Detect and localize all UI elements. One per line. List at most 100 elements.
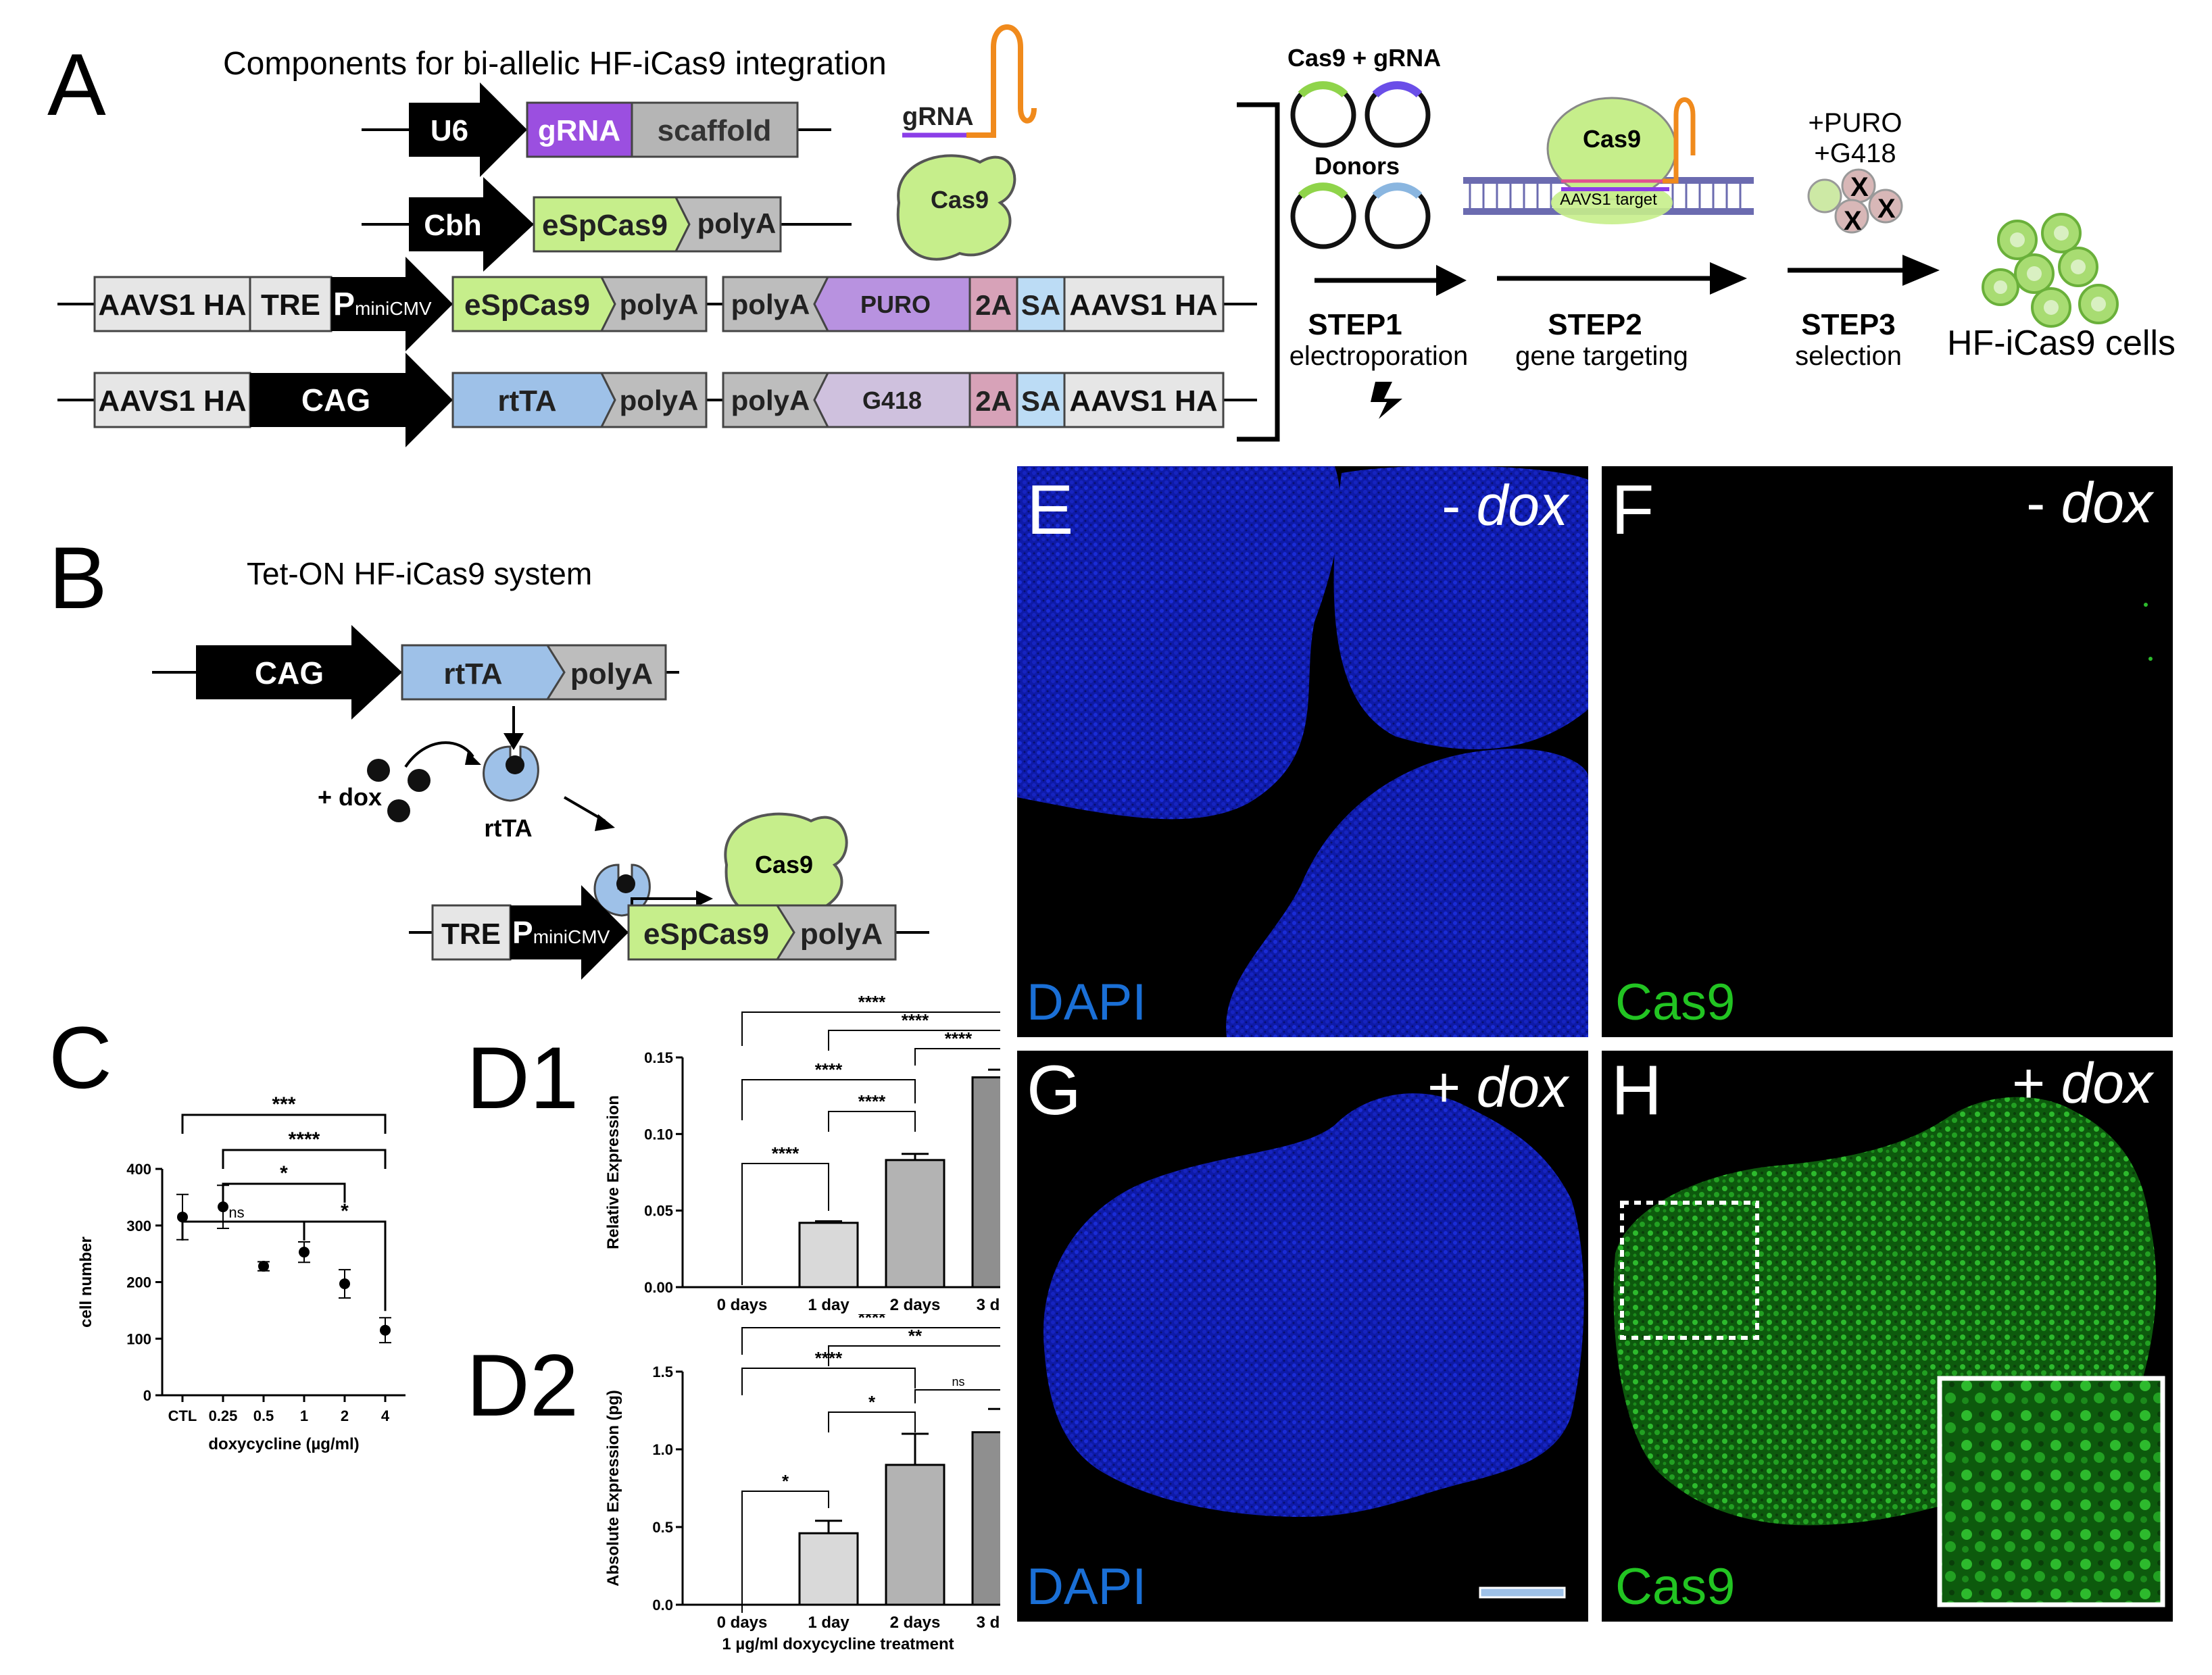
rtta-protein-label: rtTA [484, 814, 532, 842]
polya-box-b2 [775, 904, 897, 961]
panel-h-stain: Cas9 [1615, 1558, 1736, 1616]
g418-selection-label: +G418 [1814, 139, 1896, 168]
cag-arrow-b [196, 625, 402, 720]
cartoon-cas9-label: Cas9 [931, 186, 989, 214]
panel-g-condition: + dox [1427, 1055, 1568, 1120]
significance-label: *** [272, 1093, 295, 1116]
sa-box-row4 [1016, 372, 1066, 428]
pminicmv-label-b: PminiCMV [512, 915, 610, 950]
x-axis-label: 1 µg/ml doxycycline treatment [722, 1635, 954, 1653]
y-tick-label: 400 [126, 1161, 151, 1178]
significance-bracket [741, 1163, 829, 1285]
panel-a-title: Components for bi-allelic HF-iCas9 integ… [223, 46, 887, 82]
rtta-bound-icon [593, 864, 651, 917]
dapi-colonies-image [1017, 466, 1588, 1037]
panel-d1-letter: D1 [466, 1028, 579, 1127]
pminicmv-arrow-b [510, 885, 629, 980]
y-axis-label: cell number [77, 1236, 95, 1328]
significance-label: **** [858, 992, 886, 1012]
inset-region-box [1620, 1201, 1759, 1340]
panel-d2-letter: D2 [466, 1336, 579, 1434]
significance-bracket [222, 1182, 346, 1203]
twoa-label-row4: 2A [975, 385, 1012, 417]
data-point [339, 1278, 350, 1290]
zoom-inset [1937, 1376, 2165, 1607]
panel-e-image: E - dox DAPI [1017, 466, 1588, 1037]
bar [798, 1222, 859, 1289]
polya-box-row2 [674, 196, 782, 253]
aavs1-target-label: AAVS1 target [1560, 191, 1657, 209]
step2-sub-label: gene targeting [1515, 341, 1688, 371]
y-tick-label: 200 [126, 1274, 151, 1291]
polya-label-b1: polyA [570, 657, 653, 691]
polya2-label-row4: polyA [731, 384, 810, 416]
cag-arrow-row4 [250, 353, 453, 447]
pminicmv-arrow-row3 [331, 257, 453, 351]
step1-label: STEP1 [1308, 308, 1402, 341]
step3-label: STEP3 [1801, 308, 1895, 341]
y-tick-label: 0.00 [644, 1279, 673, 1296]
espcas9-label-row3: eSpCas9 [464, 289, 590, 322]
bar [885, 1464, 945, 1606]
polya2-label-row3: polyA [731, 289, 810, 320]
cag-label-row4: CAG [301, 382, 370, 418]
significance-bracket [828, 1111, 916, 1132]
pminicmv-label-row3: PminiCMV [333, 286, 432, 322]
panel-f-image: F - dox Cas9 [1602, 466, 2173, 1037]
aavs1-ha-right-label-row4: AAVS1 HA [1069, 384, 1217, 418]
cbh-label: Cbh [424, 209, 482, 242]
significance-label: * [280, 1162, 288, 1184]
puro-selection-label: +PURO [1809, 108, 1902, 138]
components-bracket [1237, 102, 1280, 442]
hf-icas9-cells-label: HF-iCas9 cells [1947, 324, 2176, 363]
p-sub-row3: miniCMV [355, 298, 432, 319]
aavs1-ha-right-label-row3: AAVS1 HA [1069, 289, 1217, 322]
x-tick-label: 0 days [717, 1296, 768, 1314]
dying-cells-icon: X X X [1807, 168, 1903, 236]
panel-g-image: G + dox DAPI [1017, 1051, 1588, 1622]
lightning-icon [1371, 382, 1402, 419]
significance-bracket [828, 1411, 916, 1432]
wf-cas9-label: Cas9 [1583, 125, 1641, 153]
panel-b-title: Tet-ON HF-iCas9 system [247, 556, 592, 591]
u6-label: U6 [431, 114, 468, 147]
panel-e-cond-sign: - [1442, 474, 1477, 537]
panel-g-cond-text: dox [1476, 1055, 1568, 1119]
x-tick-label: 1 day [808, 1296, 850, 1314]
significance-label: **** [858, 1314, 886, 1328]
polya1-box-row3 [599, 276, 708, 332]
twoa-label-row3: 2A [975, 289, 1012, 321]
y-axis-label: Relative Expression [604, 1095, 622, 1249]
y-tick-label: 0.05 [644, 1203, 673, 1220]
significance-label: * [782, 1471, 789, 1491]
svg-text:X: X [1877, 194, 1896, 224]
polya1-label-row4: polyA [620, 384, 699, 416]
aavs1-ha-right-row3 [1063, 276, 1225, 332]
panel-b-letter: B [49, 528, 107, 627]
grna-label: gRNA [538, 114, 620, 147]
y-tick-label: 0.15 [644, 1049, 673, 1066]
significance-label: **** [902, 1010, 929, 1030]
p-sub-b: miniCMV [533, 926, 610, 947]
significance-bracket [741, 1011, 1000, 1046]
significance-label: **** [289, 1128, 320, 1151]
sa-label-row4: SA [1021, 385, 1060, 417]
y-tick-label: 300 [126, 1218, 151, 1234]
x-tick-label: 3 days [977, 1614, 1000, 1632]
grna-hairpin [966, 24, 1037, 138]
panel-f-condition: - dox [2026, 470, 2153, 536]
dox-molecules-icon [367, 759, 431, 822]
sa-label-row3: SA [1021, 289, 1060, 321]
y-axis-label: Absolute Expression (pg) [604, 1390, 622, 1586]
p-main-row3: P [333, 286, 355, 322]
significance-bracket [914, 1389, 1000, 1403]
panel-e-letter: E [1027, 471, 1074, 549]
data-point [299, 1247, 310, 1258]
significance-bracket [741, 1327, 1000, 1355]
significance-label: **** [815, 1059, 843, 1080]
tre-box-row3 [249, 276, 333, 332]
scale-bar [1479, 1586, 1566, 1599]
panel-a-figure: A Components for bi-allelic HF-iCas9 int… [47, 24, 2176, 447]
